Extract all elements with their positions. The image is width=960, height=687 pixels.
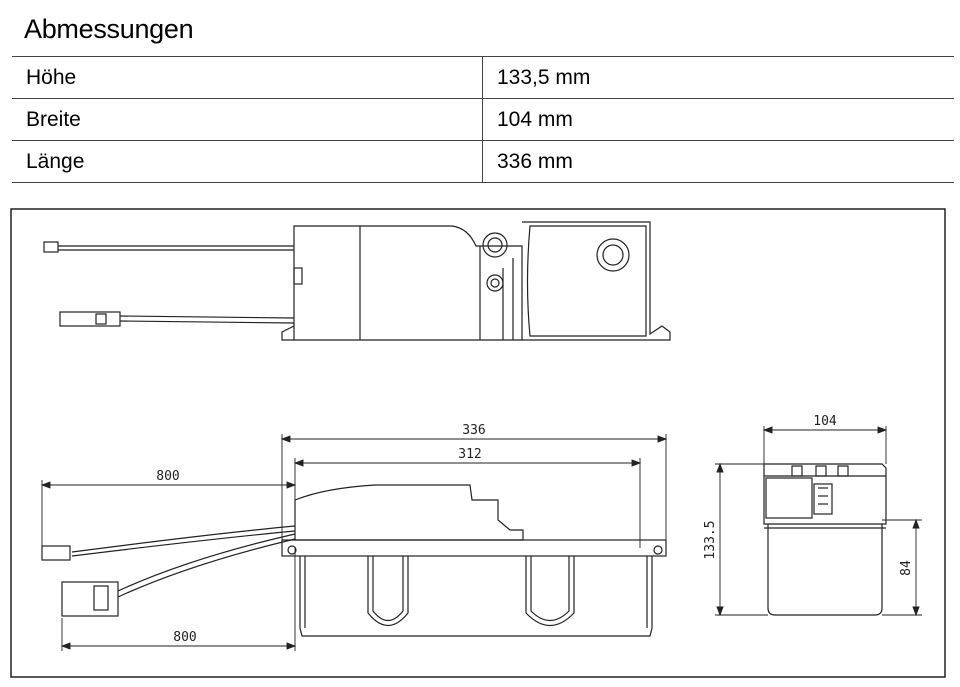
side-view-tank — [767, 524, 883, 616]
cable-bottom — [119, 315, 295, 319]
dim-label-312: 312 — [458, 447, 481, 462]
dimension-label: Breite — [12, 98, 483, 141]
front-dimensions — [40, 434, 668, 651]
top-view — [43, 221, 671, 341]
side-view-lid — [763, 463, 887, 525]
table-row: Höhe 133,5 mm — [12, 56, 954, 99]
cable-lower — [117, 533, 296, 592]
technical-drawing: 336 312 800 800 104 133.5 84 — [10, 208, 946, 678]
side-dimension-labels: 104 133.5 84 — [703, 414, 914, 576]
dim-label-800-bottom: 800 — [173, 630, 196, 645]
screw — [486, 274, 504, 292]
dim-label-104: 104 — [813, 414, 837, 429]
inlet-port — [482, 232, 508, 258]
cable-upper — [71, 525, 296, 553]
front-view-tank — [299, 556, 653, 637]
top-view-housing — [293, 225, 523, 341]
dim-label-336: 336 — [462, 423, 485, 438]
side-view — [763, 463, 887, 616]
plug-small — [41, 545, 71, 561]
dimension-value: 336 mm — [482, 140, 954, 183]
drawing-frame — [10, 208, 946, 678]
dim-label-800-top: 800 — [156, 469, 179, 484]
dimension-value: 133,5 mm — [482, 56, 954, 99]
dimension-label: Länge — [12, 140, 483, 183]
page-title: Abmessungen — [24, 14, 194, 44]
side-dimensions — [715, 426, 922, 617]
front-view — [41, 484, 667, 637]
top-view-reservoir — [522, 221, 671, 341]
front-view-lid — [294, 484, 524, 541]
dim-label-84: 84 — [899, 560, 914, 576]
table-row: Breite 104 mm — [12, 98, 954, 141]
dimensions-table: Höhe 133,5 mm Breite 104 mm Länge 336 mm — [12, 56, 954, 183]
front-dimension-labels: 336 312 800 800 — [156, 423, 485, 645]
cable-plug-bottom — [59, 311, 121, 327]
dimension-label: Höhe — [12, 56, 483, 99]
technical-drawing-svg: 336 312 800 800 104 133.5 84 — [10, 208, 946, 678]
dim-label-133-5: 133.5 — [703, 520, 718, 559]
side-view-motor — [765, 477, 813, 519]
cable-plug-top — [43, 241, 59, 253]
plug-large — [61, 581, 119, 617]
float-port — [596, 238, 630, 272]
table-row: Länge 336 mm — [12, 140, 954, 183]
dimension-value: 104 mm — [482, 98, 954, 141]
front-view-rim — [281, 539, 667, 557]
